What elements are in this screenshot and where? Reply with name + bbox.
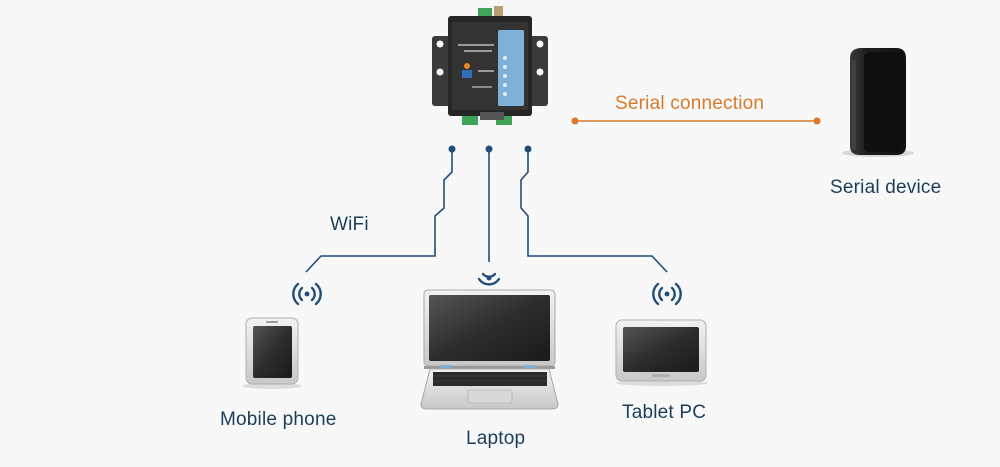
serial-to-wifi-converter-icon <box>432 6 548 125</box>
laptop-icon <box>420 289 559 410</box>
link-node-dot <box>524 145 532 153</box>
wifi-signal-icon <box>292 282 322 306</box>
link-node-dot <box>448 145 456 153</box>
link-to-mobile-phone <box>305 149 453 273</box>
laptop-label: Laptop <box>466 428 526 449</box>
serial-link-line <box>571 117 821 125</box>
serial-device-box-icon <box>842 48 914 157</box>
tablet-icon <box>615 319 708 386</box>
wifi-label: WiFi <box>330 214 369 235</box>
tablet-pc-label: Tablet PC <box>622 402 707 423</box>
wifi-signal-icon <box>652 282 682 306</box>
mobile-phone-label: Mobile phone <box>220 409 337 430</box>
link-node-dot <box>485 145 493 153</box>
serial-device-label: Serial device <box>830 177 942 198</box>
link-to-tablet <box>520 149 668 273</box>
mobile-phone-icon <box>242 317 302 389</box>
wifi-link-lines <box>305 149 668 273</box>
wifi-signal-icon <box>477 272 501 286</box>
serial-connection-label: Serial connection <box>615 93 765 114</box>
